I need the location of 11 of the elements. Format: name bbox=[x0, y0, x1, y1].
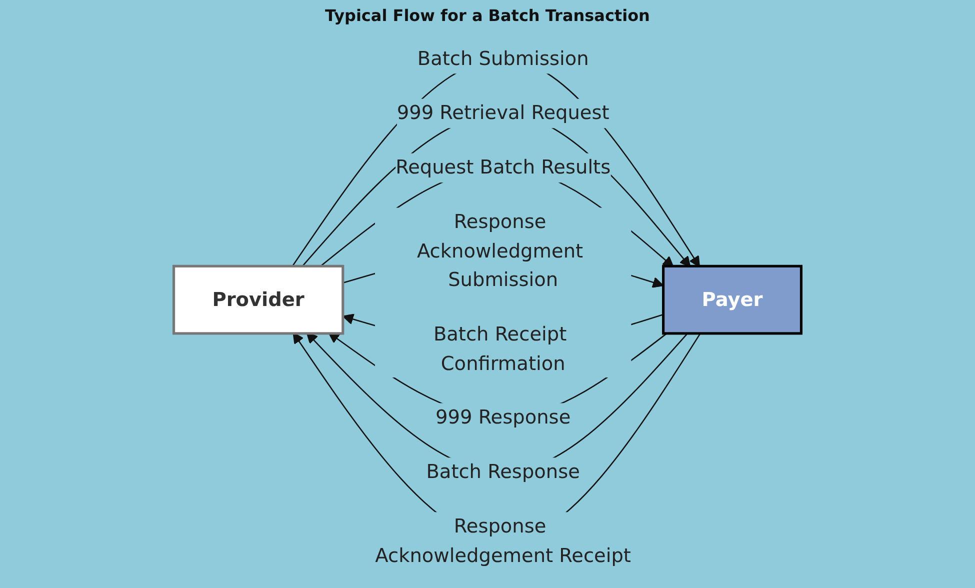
edge-label: Response Acknowledgment Submission bbox=[416, 210, 584, 291]
edge-label: Batch Response bbox=[426, 460, 580, 484]
node-box: Payer bbox=[662, 264, 802, 335]
diagram-title: Typical Flow for a Batch Transaction bbox=[325, 6, 650, 25]
edge-label: Batch Submission bbox=[417, 46, 589, 70]
edge-label: 999 Response bbox=[436, 406, 571, 429]
edge-label: 999 Retrieval Request bbox=[396, 101, 610, 124]
edge-label: Response Acknowledgement Receipt bbox=[375, 514, 631, 567]
node-box: Provider bbox=[172, 264, 344, 335]
edge-label: Batch Receipt Confirmation bbox=[433, 322, 567, 374]
edge-label: Request Batch Results bbox=[396, 156, 611, 179]
